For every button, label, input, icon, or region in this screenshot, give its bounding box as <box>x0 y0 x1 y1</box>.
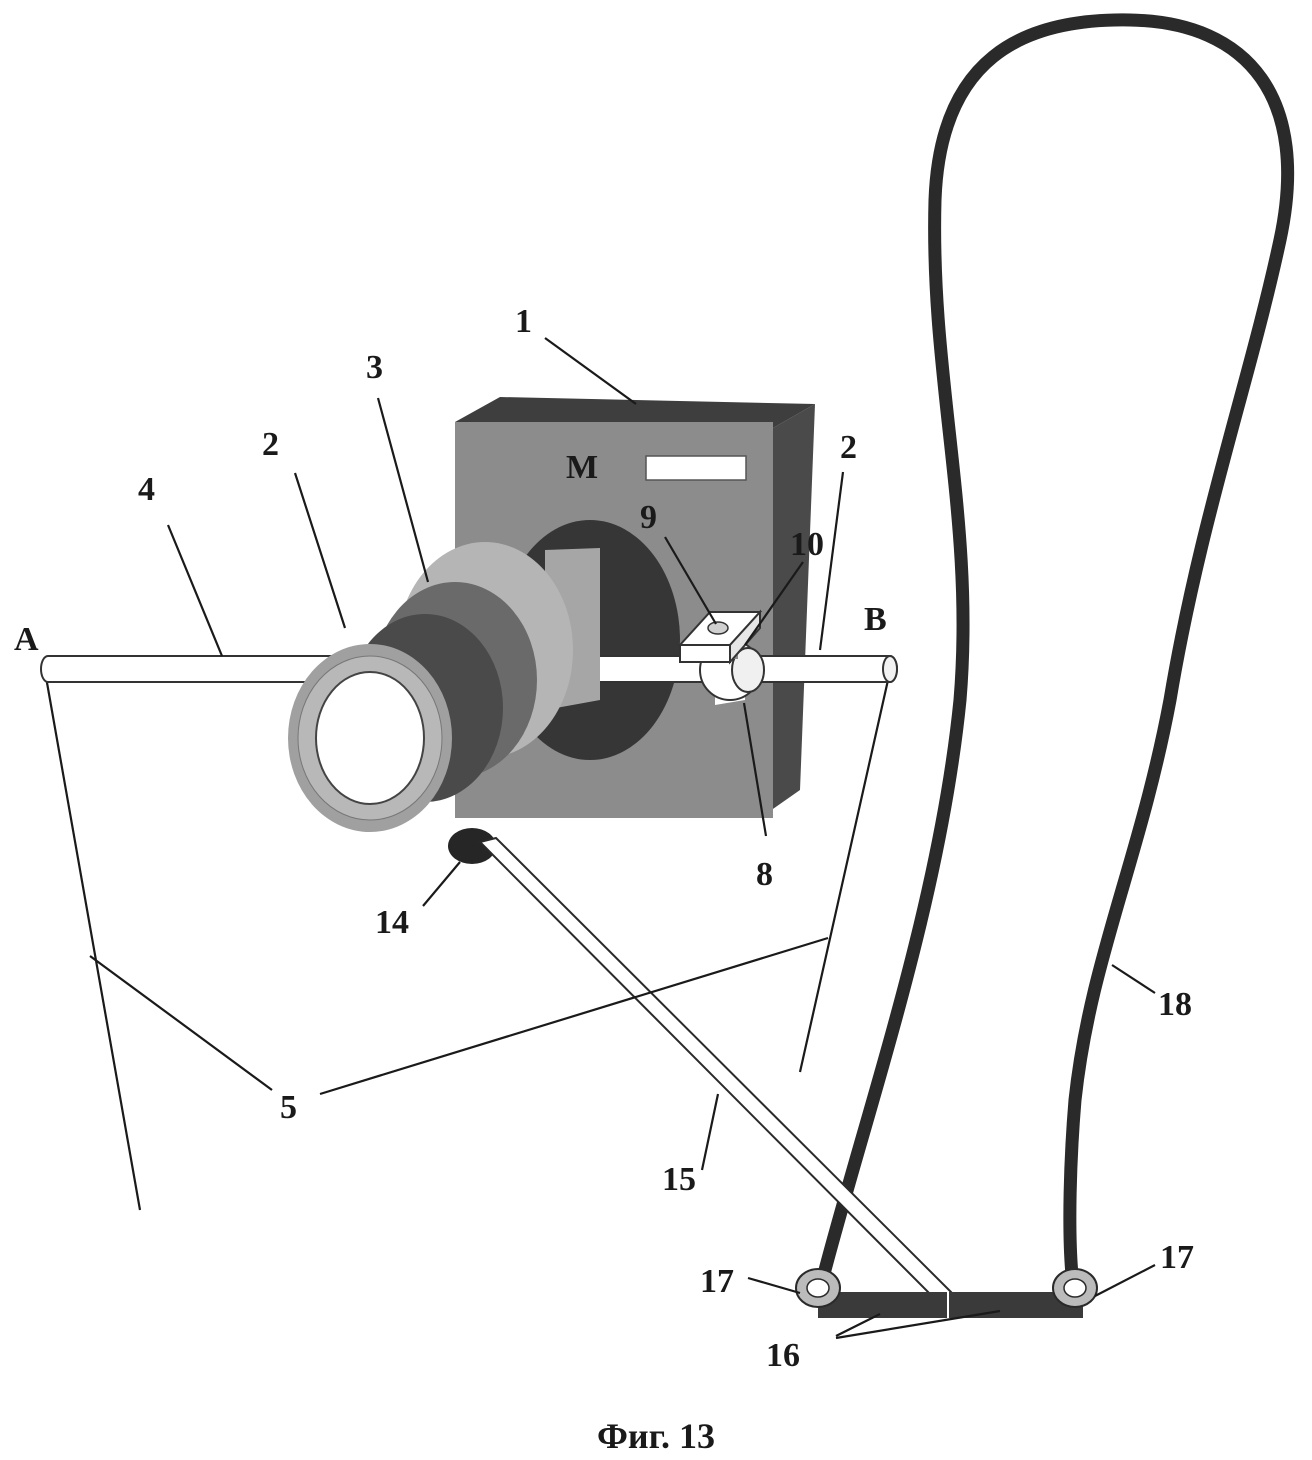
leader-14 <box>423 862 460 906</box>
label-9: 9 <box>640 499 657 536</box>
label-point-a: А <box>14 621 39 658</box>
label-2-left: 2 <box>262 426 279 463</box>
leader-1 <box>545 338 636 404</box>
figure-caption: Фиг. 13 <box>597 1416 715 1456</box>
label-17-right: 17 <box>1160 1239 1194 1276</box>
leader-4 <box>168 525 222 656</box>
label-2-right: 2 <box>840 429 857 466</box>
label-17-left: 17 <box>700 1263 734 1300</box>
label-1: 1 <box>515 303 532 340</box>
leader-5a <box>90 956 272 1090</box>
display-window <box>646 456 746 480</box>
leader-2-left <box>295 473 345 628</box>
leader-3 <box>378 398 428 582</box>
label-point-b: В <box>864 601 887 638</box>
leader-15 <box>702 1094 718 1170</box>
mount-hole <box>708 622 728 634</box>
label-10: 10 <box>790 526 824 563</box>
label-18: 18 <box>1158 986 1192 1023</box>
ring-right <box>1053 1269 1097 1307</box>
device-mark: М <box>566 449 598 486</box>
label-4: 4 <box>138 471 155 508</box>
line-b-down <box>800 680 888 1072</box>
label-5: 5 <box>280 1089 297 1126</box>
lens-glass <box>316 672 424 804</box>
bottom-plate <box>818 1292 1083 1318</box>
line-a-down <box>46 677 140 1210</box>
leader-5b <box>320 938 828 1094</box>
label-3: 3 <box>366 349 383 386</box>
leader-18 <box>1112 965 1155 993</box>
strap-loop <box>825 20 1288 1275</box>
label-16: 16 <box>766 1337 800 1374</box>
label-14: 14 <box>375 904 409 941</box>
ring-left <box>796 1269 840 1307</box>
leader-17-right <box>1095 1265 1155 1296</box>
leader-17-left <box>748 1278 800 1293</box>
label-15: 15 <box>662 1161 696 1198</box>
label-8: 8 <box>756 856 773 893</box>
